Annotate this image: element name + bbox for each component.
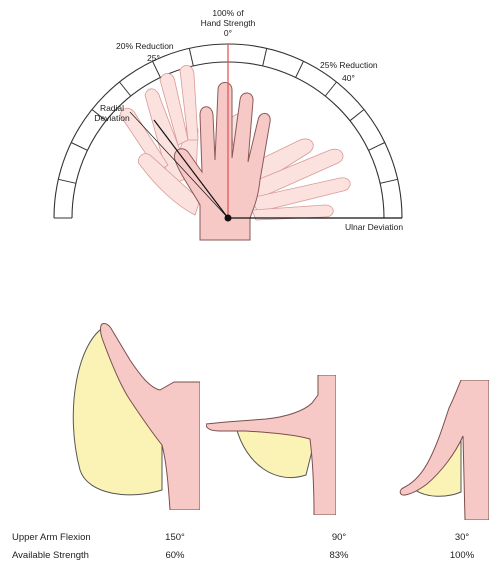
left-angle-label: 25° xyxy=(147,53,160,63)
radial-line2: Deviation xyxy=(88,113,136,123)
arc-tick xyxy=(325,82,336,96)
flexion-value-30: 30° xyxy=(437,532,487,543)
arm-body-30 xyxy=(400,380,489,520)
radial-deviation-hand xyxy=(120,65,200,215)
strength-value-100: 100% xyxy=(437,550,487,561)
arc-tick xyxy=(71,143,87,151)
arc-tick xyxy=(380,179,398,183)
hand-deviation-diagram xyxy=(0,0,489,260)
hand-strength-label: 100% of Hand Strength 0° xyxy=(193,8,263,38)
arc-tick xyxy=(58,179,76,183)
flexion-value-150: 150° xyxy=(150,532,200,543)
pivot-point xyxy=(225,215,232,222)
strength-value-60: 60% xyxy=(150,550,200,561)
arc-tick xyxy=(153,61,161,77)
right-angle-label: 40° xyxy=(342,73,355,83)
arc-tick xyxy=(189,48,193,66)
ulnar-deviation-label: Ulnar Deviation xyxy=(345,222,403,232)
strength-row-label: Available Strength xyxy=(12,550,89,561)
arc-tick xyxy=(350,110,364,121)
strength-value-83: 83% xyxy=(314,550,364,561)
neutral-angle: 0° xyxy=(193,28,263,38)
arc-tick xyxy=(120,82,131,96)
right-reduction-label: 25% Reduction xyxy=(320,60,378,70)
arm-figure-150 xyxy=(70,320,200,510)
hand-strength-line2: Hand Strength xyxy=(193,18,263,28)
hand-strength-line1: 100% of xyxy=(193,8,263,18)
arm-figure-90 xyxy=(206,375,336,515)
arc-tick xyxy=(296,61,304,77)
radial-line1: Radial xyxy=(88,103,136,113)
left-reduction-label: 20% Reduction xyxy=(116,41,174,51)
flexion-value-90: 90° xyxy=(314,532,364,543)
arc-tick xyxy=(369,143,385,151)
flexion-row-label: Upper Arm Flexion xyxy=(12,532,91,543)
arc-tick xyxy=(263,48,267,66)
arm-figure-30 xyxy=(397,380,489,520)
radial-deviation-label: Radial Deviation xyxy=(88,103,136,123)
